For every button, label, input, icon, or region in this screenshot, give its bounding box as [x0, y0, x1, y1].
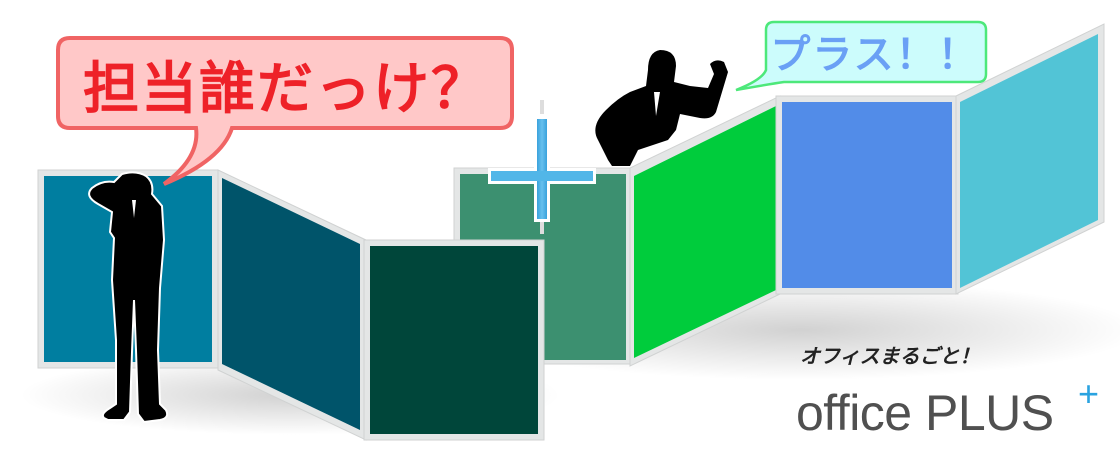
logo-tagline: オフィスまるごと！: [800, 344, 980, 368]
speech-bubble-excited: [735, 20, 988, 92]
speech-bubble-confused: [56, 36, 514, 186]
panel-bright-green: [629, 95, 781, 367]
panel-dark-green: [363, 239, 545, 441]
panel-dark-teal: [217, 169, 367, 441]
logo-brand: office PLUS: [796, 385, 1054, 441]
confused-man-silhouette: [88, 171, 169, 424]
plus-icon: [488, 100, 596, 234]
panel-blue: [775, 95, 959, 295]
excited-man-silhouette: [595, 50, 728, 166]
logo-plus-icon: +: [1078, 373, 1100, 414]
panel-cyan: [955, 23, 1105, 295]
speech-bubble-excited-text: プラス！！: [770, 32, 980, 78]
speech-bubble-confused-text: 担当誰だっけ？: [83, 56, 489, 122]
